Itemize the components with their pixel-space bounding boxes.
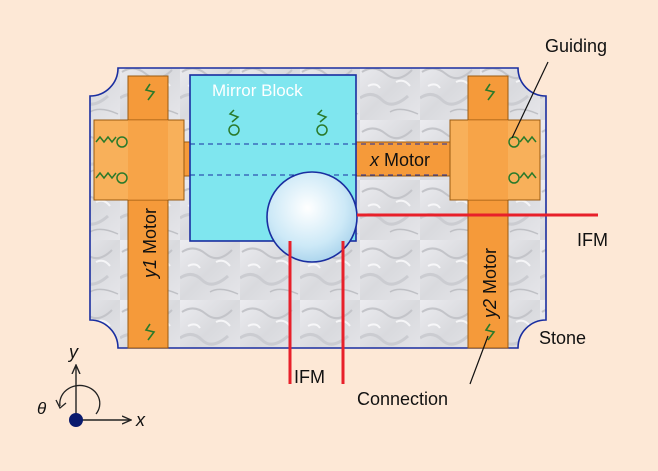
guiding-leader-line bbox=[511, 61, 549, 139]
x-motor-label: x Motor bbox=[369, 150, 430, 170]
theta-axis-label: θ bbox=[37, 399, 47, 418]
y-axis-label: y bbox=[67, 342, 79, 362]
connection-leader-line bbox=[469, 335, 489, 385]
y1-bottom-connection-spring-icon bbox=[144, 323, 156, 341]
ifm-beams bbox=[288, 213, 598, 384]
mirror-sphere bbox=[266, 171, 358, 263]
y1-motor: y1 Motor bbox=[93, 75, 185, 349]
stone-label: Stone bbox=[539, 328, 586, 348]
mirror-block-spring-icon bbox=[228, 109, 328, 136]
theta-rotation-arrow bbox=[59, 384, 101, 415]
x-axis-label: x bbox=[135, 410, 146, 430]
y1-top-connection-spring-icon bbox=[144, 83, 156, 101]
origin-dot bbox=[69, 413, 83, 427]
y2-motor: y2 Motor bbox=[449, 75, 541, 349]
y2-bottom-connection-spring-icon bbox=[484, 323, 496, 341]
y1-guiding-spring-icon bbox=[95, 135, 128, 184]
coordinate-axes: y x θ bbox=[37, 342, 146, 430]
mirror-block: Mirror Block bbox=[189, 74, 450, 263]
y1-motor-label: y1 Motor bbox=[140, 208, 160, 280]
ifm-right-label: IFM bbox=[577, 230, 608, 250]
y2-motor-label: y2 Motor bbox=[480, 248, 500, 320]
mirror-block-label: Mirror Block bbox=[212, 81, 303, 100]
connection-label: Connection bbox=[357, 389, 448, 409]
y2-guiding-spring-icon bbox=[508, 135, 537, 184]
ifm-bottom-label: IFM bbox=[294, 367, 325, 387]
y2-top-connection-spring-icon bbox=[484, 83, 496, 101]
guiding-label: Guiding bbox=[545, 36, 607, 56]
